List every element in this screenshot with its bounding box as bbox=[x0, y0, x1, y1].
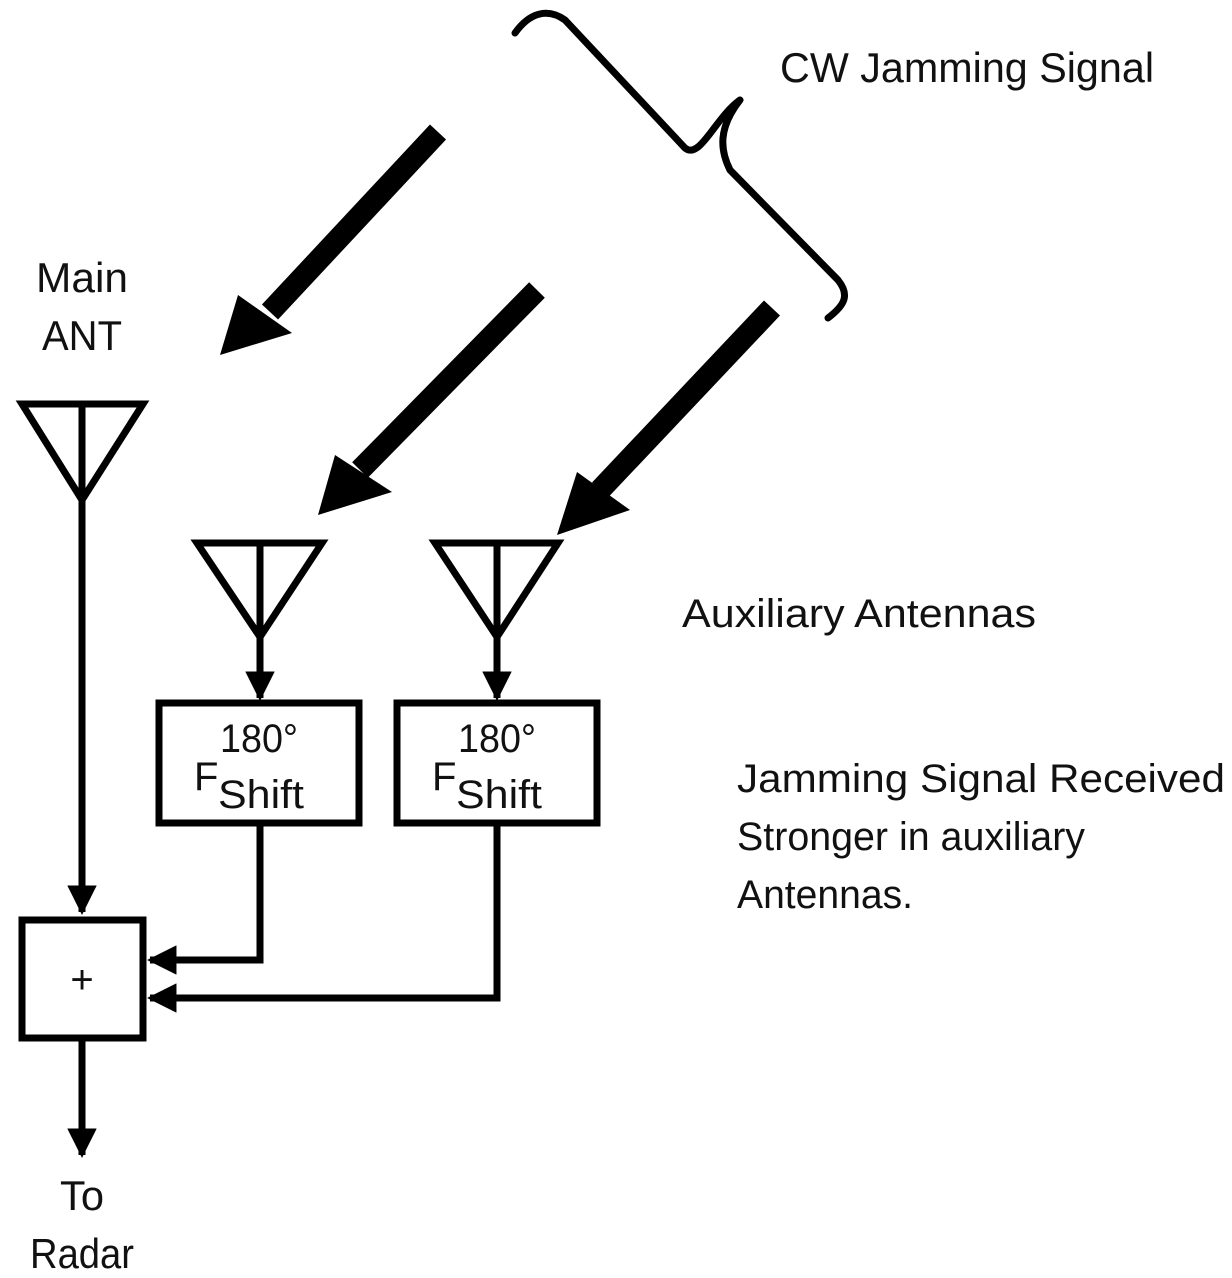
phase-shifter-2-f: F bbox=[432, 755, 456, 799]
auxiliary-antennas-label: Auxiliary Antennas bbox=[682, 592, 1036, 636]
jamming-arrow-2 bbox=[318, 282, 545, 515]
phase-shifter-1-box bbox=[155, 699, 363, 827]
note-line-1: Jamming Signal Received bbox=[737, 757, 1225, 801]
summer-plus-symbol: + bbox=[70, 958, 93, 1002]
main-antenna-icon bbox=[15, 400, 150, 507]
aux-antenna-1-icon bbox=[190, 539, 329, 644]
phase-shifter-1-f: F bbox=[194, 755, 218, 799]
shifter-2-to-summer-line bbox=[147, 826, 501, 1013]
shifter-1-to-summer-line bbox=[147, 826, 264, 975]
phase-shifter-2-degrees: 180° bbox=[458, 717, 536, 761]
note-line-3: Antennas. bbox=[737, 873, 913, 917]
output-label-line2: Radar bbox=[30, 1230, 134, 1277]
main-antenna-label-line2: ANT bbox=[42, 312, 122, 359]
phase-shifter-1-degrees: 180° bbox=[220, 717, 298, 761]
aux-antenna-2-icon bbox=[428, 539, 565, 644]
output-label-line1: To bbox=[60, 1172, 104, 1219]
jamming-arrow-1 bbox=[220, 124, 447, 355]
phase-shifter-1-shift: Shift bbox=[218, 773, 304, 817]
brace-icon bbox=[511, 9, 849, 322]
summer-box bbox=[18, 916, 147, 1042]
note-line-2: Stronger in auxiliary bbox=[737, 815, 1085, 859]
phase-shifter-2-shift: Shift bbox=[456, 773, 542, 817]
jamming-arrow-3 bbox=[557, 300, 780, 535]
title-label: CW Jamming Signal bbox=[780, 44, 1154, 91]
phase-shifter-2-box bbox=[393, 699, 601, 827]
main-antenna-label-line1: Main bbox=[36, 254, 128, 301]
